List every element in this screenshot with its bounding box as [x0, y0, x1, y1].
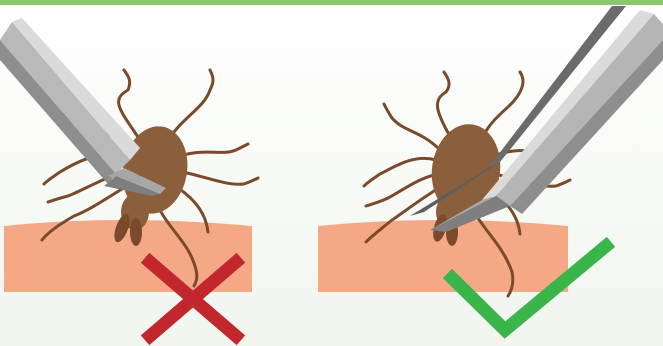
top-border — [0, 0, 663, 5]
